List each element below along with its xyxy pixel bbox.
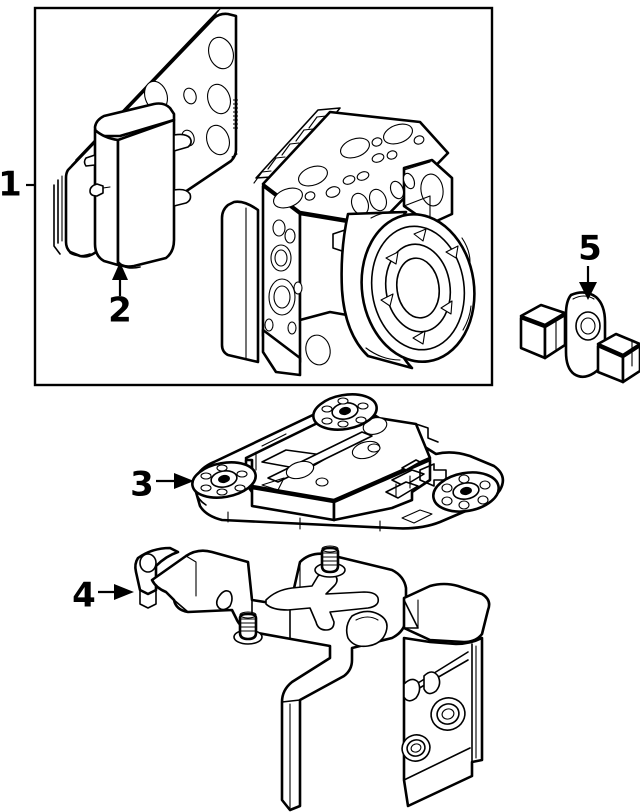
callout-5: 5 [578,229,602,300]
callout-4-arrowhead [114,584,134,600]
part-control-unit-group [83,102,192,269]
callout-3-number: 3 [130,465,154,505]
callout-2-number: 2 [108,291,132,331]
bracket-stud-2 [233,611,263,645]
part-hydraulic-modulator-group [220,107,476,377]
callout-3-arrowhead [174,473,194,489]
callout-2: 2 [108,262,132,331]
callout-4: 4 [72,576,134,616]
callout-2-arrowhead [112,262,128,280]
callout-1-number: 1 [0,165,22,205]
callout-4-number: 4 [72,576,96,616]
bracket-stud-1 [314,545,346,578]
callout-5-arrowhead [579,282,597,300]
callout-5-number: 5 [578,229,602,269]
callout-1: 1 [0,165,36,205]
part-bracket-group [134,545,491,812]
part-module-plate-group [191,393,505,532]
callout-3: 3 [130,465,194,505]
assembly-boundary-box [33,6,494,387]
part-sensor-group [519,291,640,384]
